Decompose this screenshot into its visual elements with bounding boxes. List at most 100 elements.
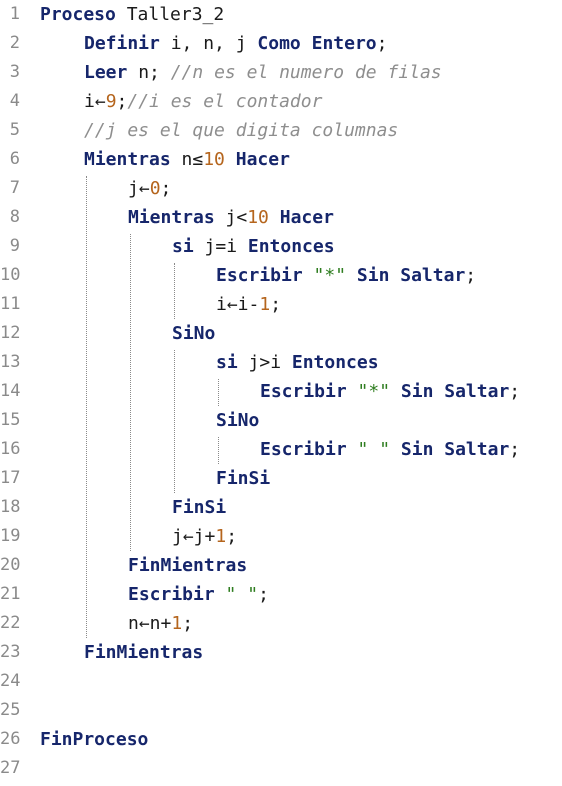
line-number: 6 — [9, 149, 20, 169]
code-token: ; — [376, 33, 388, 54]
code-line[interactable]: 9 si j=i Entonces — [0, 232, 562, 261]
line-number: 27 — [0, 758, 21, 778]
code-text: SiNo — [172, 319, 215, 348]
code-text: FinSi — [172, 493, 226, 522]
indent-guide — [174, 350, 175, 493]
code-token: i← — [84, 91, 106, 112]
code-line[interactable]: 17 FinSi — [0, 464, 562, 493]
number-token: 1 — [171, 613, 183, 634]
code-token: ; — [270, 294, 282, 315]
line-number: 19 — [0, 526, 21, 546]
string-token: "*" — [313, 265, 347, 286]
line-number: 23 — [0, 642, 21, 662]
code-token: ; — [226, 526, 238, 547]
keyword-token: Entonces — [247, 236, 335, 257]
keyword-token: FinSi — [216, 468, 271, 489]
line-number: 9 — [9, 236, 20, 256]
code-text: j←0; — [128, 174, 171, 203]
comment-token: //n es el numero de filas — [170, 62, 442, 83]
keyword-token: FinProceso — [40, 729, 149, 750]
number-token: 0 — [149, 178, 161, 199]
code-line[interactable]: 5//j es el que digita columnas — [0, 116, 562, 145]
code-line[interactable]: 6 Mientras n≤10 Hacer — [0, 145, 562, 174]
line-number: 11 — [0, 294, 21, 314]
code-text: Mientras n≤10 Hacer — [84, 145, 290, 174]
code-text: Definir i, n, j Como Entero; — [84, 29, 387, 58]
line-number: 22 — [0, 613, 21, 633]
code-line[interactable]: 25 — [0, 696, 562, 725]
code-token: ; — [509, 439, 521, 460]
keyword-token: Entero — [311, 33, 377, 54]
code-token — [390, 439, 401, 460]
code-token — [269, 207, 280, 228]
code-token — [347, 381, 358, 402]
code-token: j←j+ — [172, 526, 216, 547]
code-token — [301, 33, 312, 54]
indent-guide — [174, 263, 175, 319]
code-line[interactable]: 27 — [0, 754, 562, 783]
code-line[interactable]: 7 j←0; — [0, 174, 562, 203]
keyword-token: Leer — [84, 62, 128, 83]
code-token: n; — [127, 62, 171, 83]
code-line[interactable]: 24 — [0, 667, 562, 696]
string-token: "*" — [357, 381, 391, 402]
code-token: ; — [509, 381, 521, 402]
code-text: SiNo — [216, 406, 259, 435]
code-line[interactable]: 13 si j>i Entonces — [0, 348, 562, 377]
number-token: 10 — [203, 149, 225, 170]
number-token: 1 — [215, 526, 227, 547]
line-number: 1 — [9, 4, 20, 24]
code-text: //j es el que digita columnas — [84, 116, 398, 145]
code-token: j< — [214, 207, 248, 228]
code-line[interactable]: 23 FinMientras — [0, 638, 562, 667]
comment-token: //j es el que digita columnas — [84, 120, 399, 141]
code-line[interactable]: 21 Escribir " "; — [0, 580, 562, 609]
keyword-token: FinMientras — [84, 642, 204, 663]
line-number: 14 — [0, 381, 21, 401]
code-text: si j>i Entonces — [216, 348, 379, 377]
line-number: 18 — [0, 497, 21, 517]
code-token — [303, 265, 314, 286]
code-token: ; — [258, 584, 269, 605]
keyword-token: Escribir — [216, 265, 303, 286]
number-token: 1 — [259, 294, 271, 315]
code-text: Escribir "*" Sin Saltar; — [260, 377, 520, 406]
code-token: ; — [116, 91, 128, 112]
code-token: n≤ — [170, 149, 204, 170]
comment-token: //i es el contador — [127, 91, 323, 112]
code-text: si j=i Entonces — [172, 232, 335, 261]
code-text: FinMientras — [128, 551, 247, 580]
code-line[interactable]: 19 j←j+1; — [0, 522, 562, 551]
indent-guide — [86, 176, 87, 638]
line-number: 21 — [0, 584, 21, 604]
line-number: 13 — [0, 352, 21, 372]
string-token: " " — [357, 439, 391, 460]
code-text: Escribir " " Sin Saltar; — [260, 435, 520, 464]
keyword-token: Escribir — [260, 439, 347, 460]
code-text: i←9;//i es el contador — [84, 87, 322, 116]
code-text: FinProceso — [40, 725, 148, 754]
code-text: Escribir " "; — [128, 580, 269, 609]
keyword-token: SiNo — [216, 410, 260, 431]
code-text: j←j+1; — [172, 522, 237, 551]
code-line[interactable]: 18 FinSi — [0, 493, 562, 522]
code-text: Mientras j<10 Hacer — [128, 203, 334, 232]
code-line[interactable]: 8 Mientras j<10 Hacer — [0, 203, 562, 232]
line-number: 8 — [9, 207, 20, 227]
code-line[interactable]: 14 Escribir "*" Sin Saltar; — [0, 377, 562, 406]
line-number: 7 — [9, 178, 20, 198]
line-number: 17 — [0, 468, 21, 488]
